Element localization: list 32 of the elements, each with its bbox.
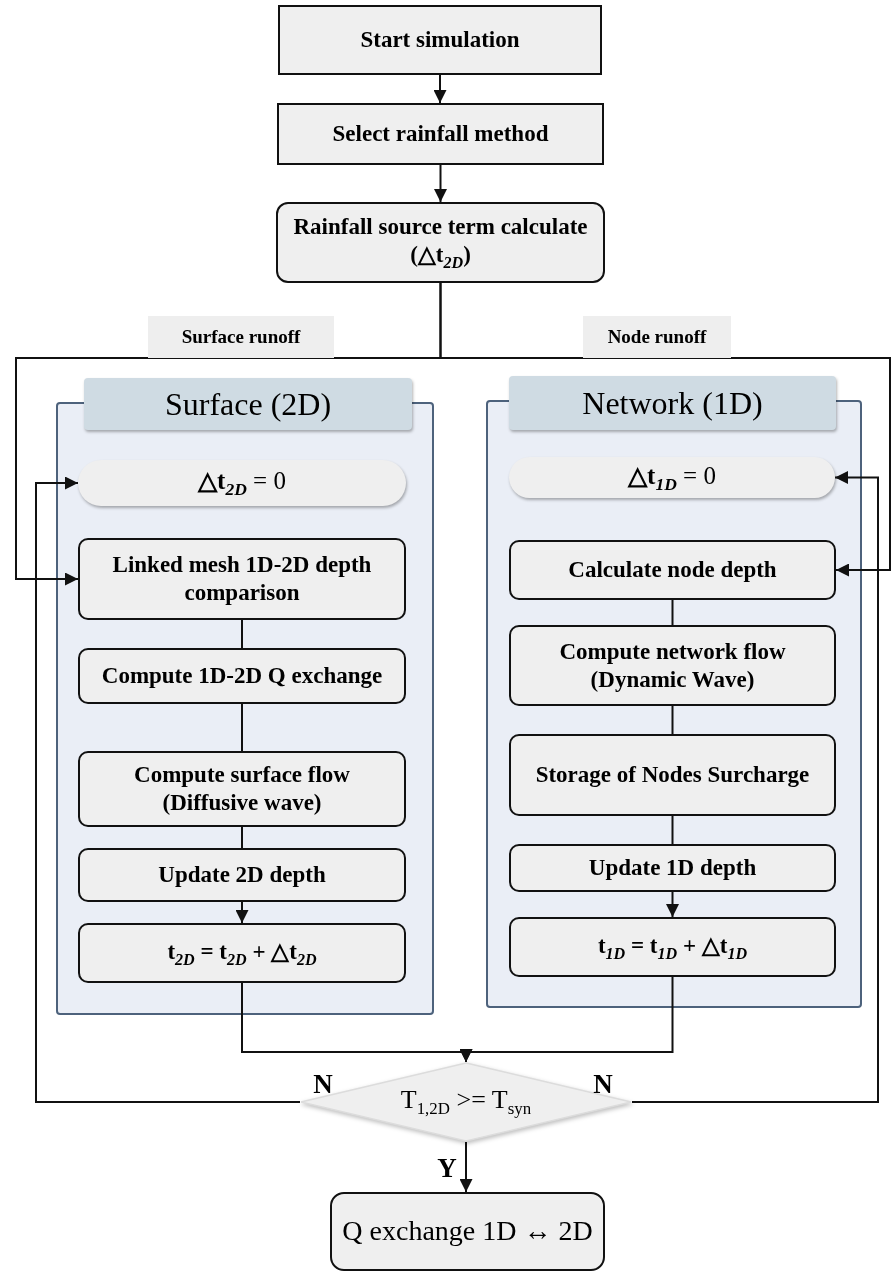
process-box: Linked mesh 1D-2D depth comparison	[78, 538, 406, 620]
process-box: Compute network flow (Dynamic Wave)	[509, 625, 836, 706]
edge-label: N	[592, 1067, 614, 1101]
process-box: Storage of Nodes Surcharge	[509, 734, 836, 816]
connector-arrow	[35, 476, 301, 1103]
panel-heading: Surface (2D)	[84, 378, 412, 430]
connector-arrow	[631, 471, 879, 1103]
connector-arrow	[434, 164, 447, 203]
edge-label: N	[312, 1067, 334, 1101]
process-box: Rainfall source term calculate (△t$_{2D}$)	[276, 202, 605, 283]
process-box: Start simulation	[278, 5, 602, 75]
panel-heading: Network (1D)	[509, 376, 836, 430]
edge-label: Surface runoff	[148, 316, 334, 358]
process-box: Compute surface flow (Diffusive wave)	[78, 751, 406, 827]
connector-arrow	[235, 901, 249, 924]
process-box: Q exchange 1D ↔ 2D	[330, 1192, 605, 1271]
process-box: Update 1D depth	[509, 844, 836, 892]
init-box: △t$_{2D}$ = 0	[78, 460, 406, 506]
connector-arrow	[459, 976, 674, 1063]
connector-arrow	[433, 74, 447, 104]
edge-label: Node runoff	[583, 316, 731, 358]
process-box: Update 2D depth	[78, 848, 406, 902]
process-box: t$_{1D}$ = t$_{1D}$ + △t$_{1D}$	[509, 917, 836, 977]
edge-label: Y	[436, 1151, 458, 1185]
init-box: △t$_{1D}$ = 0	[509, 457, 835, 498]
process-box: Calculate node depth	[509, 540, 836, 600]
connector-arrow	[666, 891, 679, 918]
connector-arrow	[439, 282, 891, 577]
process-box: t$_{2D}$ = t$_{2D}$ + △t$_{2D}$	[78, 923, 406, 983]
connector-arrow	[459, 1141, 473, 1193]
process-box: Select rainfall method	[277, 103, 604, 165]
process-box: Compute 1D-2D Q exchange	[78, 648, 406, 704]
